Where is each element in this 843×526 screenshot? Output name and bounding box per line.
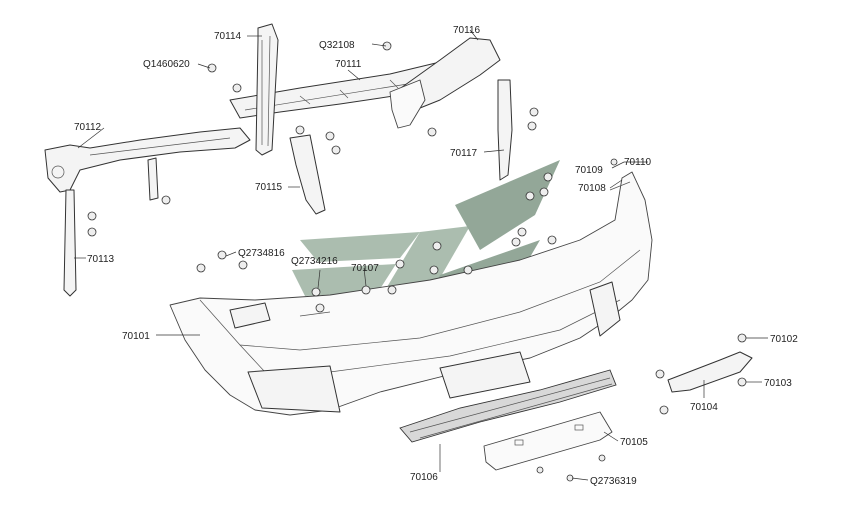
post-70115 (289, 134, 326, 215)
label-70117: 70117 (450, 148, 478, 159)
fasteners (87, 41, 747, 482)
bracket-70112 (44, 127, 251, 193)
label-70113: 70113 (87, 254, 115, 265)
label-70101: 70101 (122, 331, 150, 342)
label-70107: 70107 (351, 263, 379, 274)
post-70114 (255, 23, 279, 156)
leader-lines (74, 29, 768, 481)
bumper-cover-70101 (169, 171, 653, 416)
post-70117 (497, 79, 513, 181)
label-70114: 70114 (214, 31, 242, 42)
label-70102: 70102 (770, 334, 798, 345)
label-70116: 70116 (453, 25, 481, 36)
label-q2736319: Q2736319 (590, 476, 637, 487)
label-70104: 70104 (690, 402, 718, 413)
bracket-70104 (667, 351, 753, 393)
post-70113 (63, 189, 77, 297)
label-q1460620: Q1460620 (143, 59, 190, 70)
label-70112: 70112 (74, 122, 102, 133)
label-70109: 70109 (575, 165, 603, 176)
label-70111: 70111 (335, 59, 362, 70)
license-plate-70105 (483, 411, 613, 471)
label-q2734216: Q2734216 (291, 256, 338, 267)
grille-70106 (399, 369, 617, 443)
label-70115: 70115 (255, 182, 283, 193)
bracket-70116 (389, 37, 501, 129)
label-q2734816: Q2734816 (238, 248, 285, 259)
post-small (147, 157, 159, 201)
part-labels: 70114 Q32108 70116 Q1460620 70111 70112 … (74, 25, 798, 487)
label-70110: 70110 (624, 157, 652, 168)
label-70105: 70105 (620, 437, 648, 448)
label-q32108: Q32108 (319, 40, 355, 51)
label-70106: 70106 (410, 472, 438, 483)
label-70103: 70103 (764, 378, 792, 389)
label-70108: 70108 (578, 183, 606, 194)
